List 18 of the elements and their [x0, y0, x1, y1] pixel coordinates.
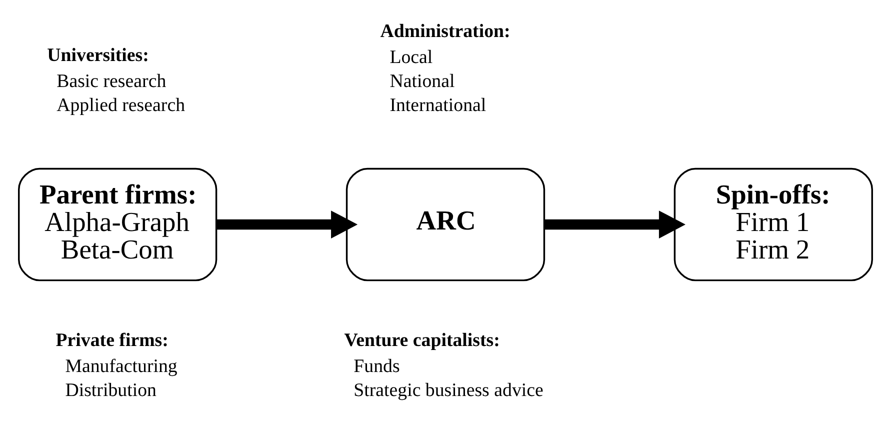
node-box: ARC	[346, 168, 546, 282]
label: National	[390, 70, 455, 92]
label: Administration:	[380, 21, 510, 42]
label: Distribution	[65, 380, 156, 401]
label: Strategic business advice	[354, 380, 544, 401]
label: Universities:	[47, 45, 149, 66]
label: Private firms:	[56, 330, 168, 352]
label: Basic research	[56, 70, 166, 92]
label: Funds	[354, 356, 400, 377]
label: Applied research	[56, 94, 186, 116]
node-box: Parent firms: Alpha-Graph Beta-Com	[18, 168, 218, 282]
label: International	[390, 94, 486, 116]
arrow	[544, 210, 686, 238]
label: Local	[390, 46, 433, 68]
label: Manufacturing	[65, 356, 178, 377]
arrow	[216, 210, 358, 238]
label: Venture capitalists:	[344, 330, 500, 352]
node-box: Spin-offs: Firm 1 Firm 2	[674, 168, 873, 282]
